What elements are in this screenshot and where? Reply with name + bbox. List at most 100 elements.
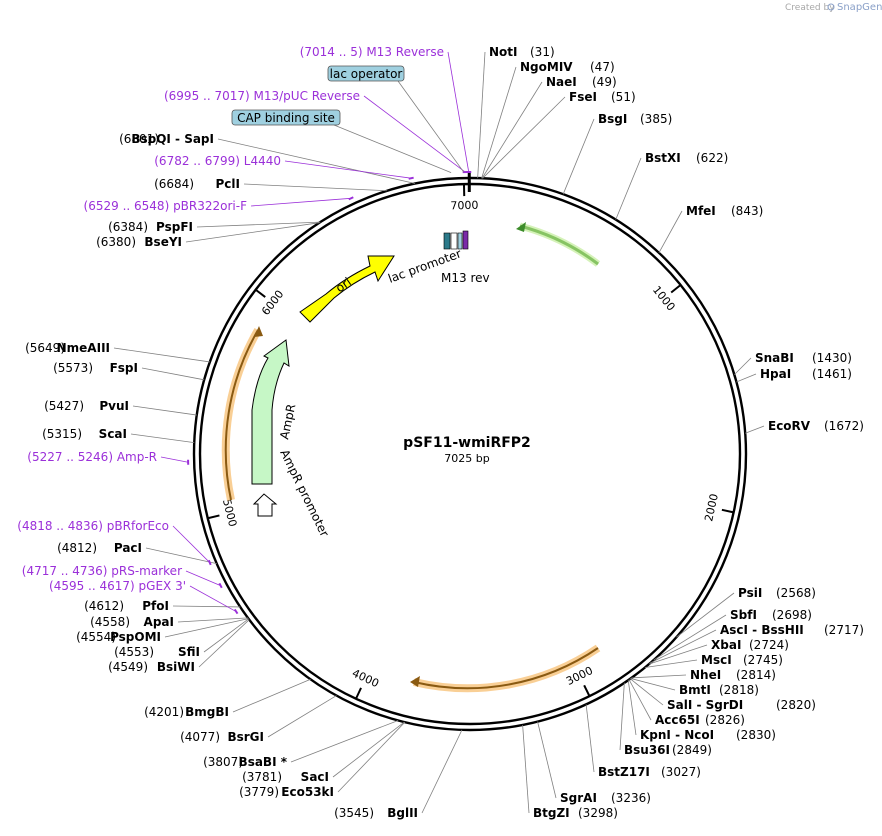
ampr-label: AmpR	[277, 403, 298, 441]
site-leader	[745, 426, 764, 433]
site-position: (3781)	[242, 770, 282, 784]
primer-leader	[364, 96, 465, 172]
site-name: MscI	[701, 653, 732, 667]
site-leader	[538, 722, 556, 798]
site-name: PvuI	[99, 399, 129, 413]
primer-leader	[251, 198, 351, 206]
site-leader	[734, 358, 751, 375]
site-leader	[333, 722, 404, 777]
tick-mark	[356, 688, 361, 699]
site-position: (5649)	[25, 341, 65, 355]
site-position: (6380)	[96, 235, 136, 249]
site-leader	[197, 222, 320, 227]
tick-label: 4000	[350, 667, 381, 691]
site-leader	[478, 52, 485, 178]
primer-label: (6529 .. 6548) pBR322ori-F	[84, 199, 248, 213]
site-leader	[244, 184, 387, 191]
m13-rev-box	[463, 231, 468, 249]
primer-range: (7014 .. 5)	[300, 45, 367, 59]
site-position: (622)	[696, 151, 728, 165]
primer-label: (4717 .. 4736) pRS-marker	[22, 564, 182, 578]
primer-range: (4818 .. 4836)	[17, 519, 107, 533]
site-name: BstXI	[645, 151, 681, 165]
site-name: ApaI	[144, 615, 174, 629]
site-name: PspOMI	[110, 630, 161, 644]
primer-label: (6995 .. 7017) M13/pUC Reverse	[164, 89, 360, 103]
site-leader	[199, 620, 249, 667]
site-name: BsaBI *	[239, 755, 288, 769]
site-position: (5573)	[53, 361, 93, 375]
tick-label: 2000	[702, 492, 721, 522]
site-position: (4549)	[108, 660, 148, 674]
site-leader	[186, 223, 319, 242]
site-name: NotI	[489, 45, 518, 59]
site-name: BstZ17I	[598, 765, 650, 779]
site-name: XbaI	[711, 638, 741, 652]
site-name: BglII	[387, 806, 418, 820]
tick-mark	[722, 510, 734, 513]
site-name: PclI	[216, 177, 241, 191]
primer-label: (4818 .. 4836) pBRforEco	[17, 519, 169, 533]
lac-operator-box	[458, 233, 462, 249]
site-position: (2826)	[705, 713, 745, 727]
site-name: MfeI	[686, 204, 716, 218]
site-position: (2814)	[736, 668, 776, 682]
site-name: BtgZI	[533, 806, 570, 820]
primer-label: (7014 .. 5) M13 Reverse	[300, 45, 444, 59]
site-position: (3779)	[239, 785, 279, 799]
primer-mark	[349, 197, 354, 199]
primer-range: (6529 .. 6548)	[84, 199, 174, 213]
primer-label: (5227 .. 5246) Amp-R	[27, 450, 157, 464]
site-name: NgoMIV	[520, 60, 573, 74]
site-position: (51)	[611, 90, 636, 104]
site-name: PfoI	[142, 599, 169, 613]
feature-box-label: CAP binding site	[237, 111, 335, 125]
site-name: BmtI	[679, 683, 711, 697]
site-position: (385)	[640, 112, 672, 126]
site-position: (4558)	[90, 615, 130, 629]
plasmid-title: pSF11-wmiRFP2	[403, 435, 531, 451]
ampr-promoter-arrow	[254, 494, 276, 516]
primer-range: (6995 .. 7017)	[164, 89, 254, 103]
site-leader	[173, 606, 240, 607]
m13-rev-label: M13 rev	[441, 271, 490, 285]
site-name: SalI - SgrDI	[667, 698, 743, 712]
site-leader	[631, 675, 686, 678]
site-position: (3807)	[203, 755, 243, 769]
primer-name: L4440	[244, 154, 281, 168]
site-position: (31)	[530, 45, 555, 59]
site-leader	[483, 97, 565, 178]
site-name: BsiWI	[157, 660, 195, 674]
primer-range: (4717 .. 4736)	[22, 564, 112, 578]
site-name: SfiI	[178, 645, 200, 659]
site-name: BmgBI	[185, 705, 229, 719]
site-name: PspFI	[156, 220, 193, 234]
tick-label: 7000	[450, 199, 478, 213]
site-position: (2849)	[672, 743, 712, 757]
site-leader	[659, 211, 682, 253]
site-name: SbfI	[730, 608, 757, 622]
site-position: (2830)	[736, 728, 776, 742]
site-leader	[586, 704, 594, 772]
credit-brand: SnapGene	[837, 2, 882, 13]
box-leader	[398, 81, 464, 172]
site-position: (2724)	[749, 638, 789, 652]
site-leader	[616, 158, 641, 220]
site-name: BseYI	[144, 235, 182, 249]
site-name: Bsu36I	[624, 743, 670, 757]
site-name: KpnI - NcoI	[640, 728, 714, 742]
primer-range: (6782 .. 6799)	[154, 154, 244, 168]
tick-mark	[584, 685, 589, 696]
site-leader	[233, 679, 311, 712]
primer-name: pGEX 3'	[139, 579, 186, 593]
site-position: (1672)	[824, 419, 864, 433]
site-leader	[422, 730, 462, 813]
site-position: (2745)	[743, 653, 783, 667]
site-position: (6684)	[154, 177, 194, 191]
site-position: (4812)	[57, 541, 97, 555]
primer-mark	[219, 583, 221, 587]
site-leader	[523, 725, 529, 813]
tick-label: 5000	[220, 498, 239, 528]
